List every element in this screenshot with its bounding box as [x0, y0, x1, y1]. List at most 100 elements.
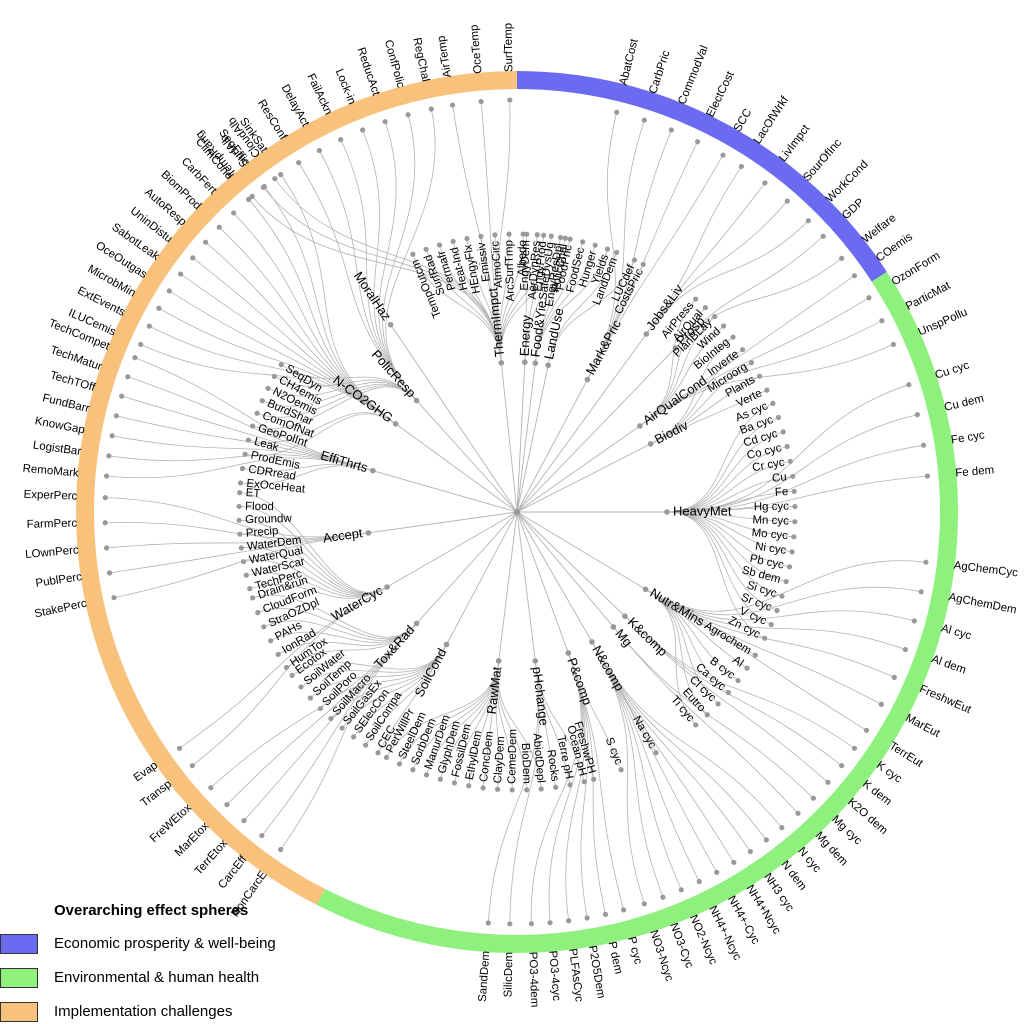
link-no3-cyc	[591, 641, 664, 898]
outer-label-scc: SCC	[732, 107, 755, 134]
outer-node-p-cyc	[621, 907, 627, 913]
link-biomprod	[218, 226, 396, 425]
outer-node-particmat	[879, 318, 885, 324]
outer-label-fundbarr: FundBarr	[41, 392, 91, 415]
outer-node-temprang	[249, 193, 255, 199]
outer-node-fundbarr	[113, 413, 119, 419]
outer-node-sinksat	[278, 171, 284, 178]
outer-node-autoresp	[203, 239, 209, 245]
link-mareut	[645, 588, 882, 705]
outer-label-transp: Transp	[139, 778, 174, 809]
link-microbmin	[158, 307, 396, 425]
link-engydem	[524, 234, 528, 363]
hierarchy-nodes	[102, 97, 931, 927]
link-seqeffic	[264, 186, 396, 425]
legend-title: Overarching effect spheres	[54, 902, 249, 919]
link-al-cyc	[645, 588, 915, 622]
group-label-p-comp: P&comp	[564, 656, 595, 707]
link-livimpct	[645, 182, 766, 335]
outer-label-k-dem: K dem	[860, 778, 894, 808]
link-commodval	[587, 129, 672, 380]
link-nh4-cyc	[591, 641, 718, 873]
link-root-rawmat	[498, 511, 518, 661]
link-confpolic	[382, 114, 417, 401]
outer-node-nh4-cyc	[714, 869, 720, 875]
leaf-node-soilporo	[317, 705, 324, 712]
leaf-node-fe	[791, 488, 797, 494]
link-root-moralhaz	[390, 324, 518, 513]
leaf-label-al: Al	[730, 654, 745, 670]
leaf-label-et: ET	[245, 487, 261, 500]
leaf-label-cu: Cu	[771, 471, 787, 485]
link-stakeperc	[113, 532, 369, 599]
outer-node-scc	[720, 152, 726, 158]
leaf-label-claydem: ClayDem	[492, 736, 507, 784]
group-node-p-comp	[565, 650, 572, 656]
link-temprang	[251, 196, 502, 363]
leaf-node-planblay	[712, 313, 718, 320]
outer-label-unsppollu: UnspPollu	[917, 306, 970, 338]
leaf-node-steeldem	[396, 761, 403, 767]
link-transp	[192, 586, 388, 766]
legend-label-environmental: Environmental & human health	[54, 969, 260, 986]
link-root-n-co2ghg	[395, 423, 518, 513]
leaf-node-airqual	[702, 304, 709, 311]
outer-node-nh4-ncyc	[696, 878, 702, 885]
leaf-node-manurdem	[423, 772, 430, 778]
outer-label-p2o5dem: P2O5Dem	[586, 945, 607, 1000]
link-techtoff	[121, 395, 373, 472]
link-soiltemp	[310, 644, 447, 699]
leaf-node-hunger	[592, 242, 598, 248]
leaf-node-si-cyc	[779, 593, 785, 599]
outer-node-frewetox	[208, 785, 214, 791]
leaf-node-pb-cyc	[786, 564, 793, 570]
link-abatcost	[587, 112, 618, 380]
leaf-node-humtox	[283, 664, 290, 671]
link-n-dem	[591, 641, 767, 841]
link-root-mg	[516, 511, 614, 628]
group-label-energy: Energy	[517, 314, 534, 356]
leaf-node-safedysug	[548, 233, 554, 239]
group-node-moralhaz	[387, 321, 394, 328]
leaf-node-ba-cyc	[775, 414, 782, 421]
leaf-node-ti-cyc	[693, 722, 699, 728]
link-root-mark-pric	[516, 379, 588, 513]
outer-node-logistbar	[106, 453, 112, 459]
group-node-k-comp	[622, 613, 628, 619]
outer-label-remomark: RemoMark	[22, 463, 79, 480]
leaf-node-plants	[756, 373, 763, 379]
leaf-node-b-cyc	[735, 677, 741, 684]
outer-label-commodval: CommodVal	[676, 44, 711, 106]
outer-label-electcost: ElectCost	[705, 69, 738, 119]
link-resconf	[298, 162, 417, 401]
leaf-node-emissiv	[478, 233, 484, 239]
leaf-node-et	[237, 490, 243, 496]
leaf-node-soilwater	[298, 684, 304, 690]
link-ozonform	[639, 297, 870, 427]
outer-node-k2o-dem	[825, 779, 831, 785]
leaf-label-rocks: Rocks	[544, 749, 560, 783]
link-root-energy	[516, 362, 526, 513]
link-plants	[650, 375, 760, 445]
outer-label-no3-ncyc: NO3-Ncyc	[647, 929, 675, 983]
legend-swatch-economic	[0, 934, 38, 954]
outer-label-freshweut: FreshwEut	[918, 683, 974, 716]
link-experperc	[105, 497, 369, 538]
link-lacofwrkf	[645, 166, 742, 335]
leaf-node-terre-ph	[567, 782, 573, 788]
outer-node-no3-ncyc	[641, 901, 647, 907]
outer-node-workcond	[805, 218, 811, 224]
leaf-node-costspric	[640, 261, 646, 267]
group-label-accept: Accept	[322, 525, 364, 545]
leaf-label-ni-cyc: Ni cyc	[754, 541, 787, 557]
link-unindistu	[192, 257, 396, 425]
link-biodem	[497, 660, 528, 790]
link-cu-dem	[666, 414, 918, 513]
link-surfrad	[425, 249, 502, 363]
link-logistbar	[108, 454, 373, 472]
outer-label-al-dem: Al dem	[930, 653, 968, 676]
leaf-node-groundw	[236, 517, 242, 523]
link-nh3-cyc	[591, 641, 751, 852]
outer-label-logistbar: LogistBar	[32, 439, 82, 458]
outer-node-climcond	[246, 196, 252, 202]
